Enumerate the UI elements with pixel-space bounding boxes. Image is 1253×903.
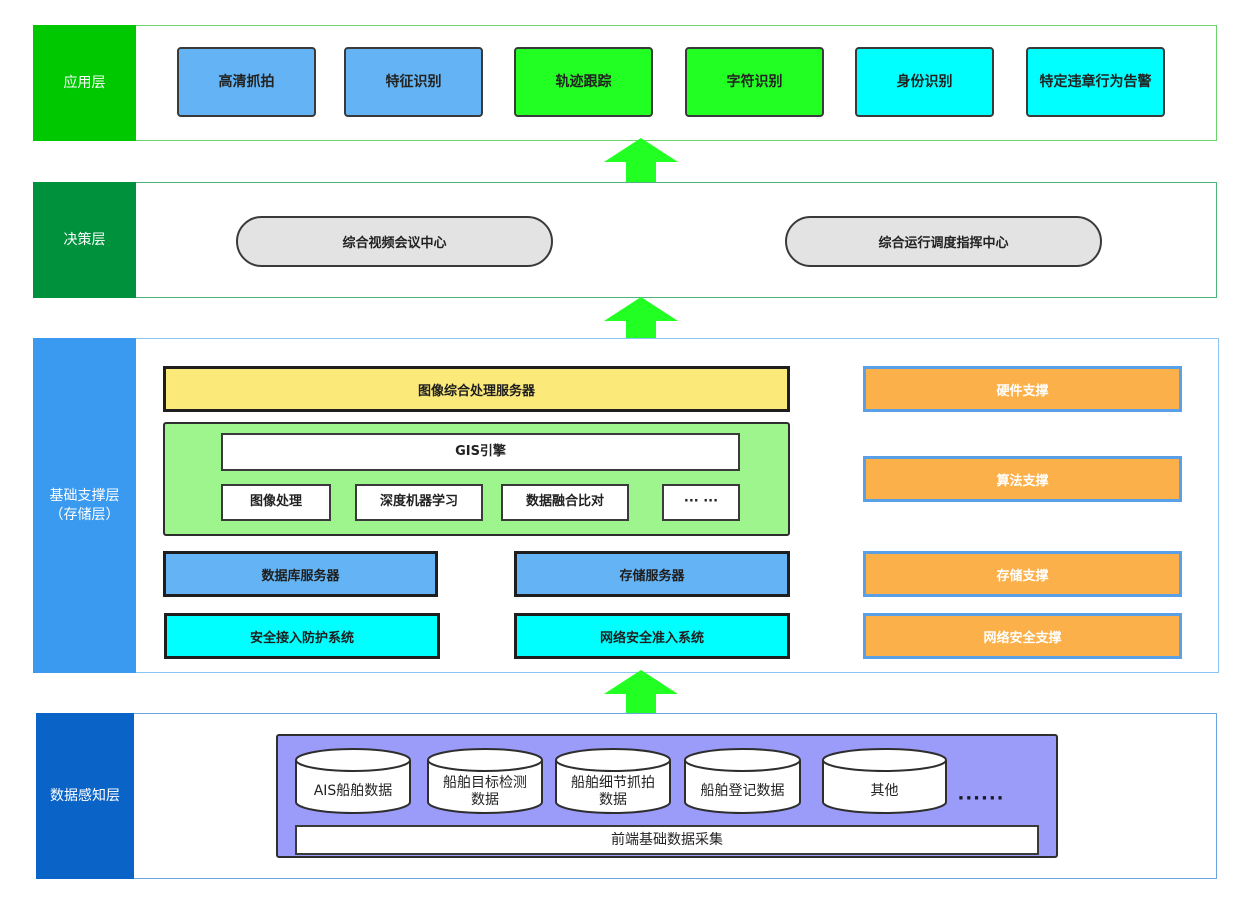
app-item-hd-capture: 高清抓拍: [177, 47, 316, 117]
cylinder-ais-data: AIS船舶数据: [295, 748, 411, 814]
app-item-track-following: 轨迹跟踪: [514, 47, 653, 117]
cylinder-ship-detail-capture: 船舶细节抓拍数据: [555, 748, 671, 814]
image-processing-server: 图像综合处理服务器: [163, 366, 790, 412]
database-cylinder-icon: [822, 748, 947, 814]
app-layer-label: 应用层: [33, 25, 136, 141]
cylinder-other: 其他: [822, 748, 947, 814]
app-item-feature-recognition: 特征识别: [344, 47, 483, 117]
hardware-support: 硬件支撑: [863, 366, 1182, 412]
cylinder-label: 其他: [870, 783, 899, 800]
data-layer-label: 数据感知层: [36, 713, 134, 879]
network-security-access-system: 网络安全准入系统: [514, 613, 790, 659]
cylinder-label: 船舶细节抓拍数据: [571, 774, 655, 809]
cylinder-ship-target-detection: 船舶目标检测数据: [427, 748, 543, 814]
storage-server: 存储服务器: [514, 551, 790, 597]
database-cylinder-icon: [427, 748, 543, 814]
cylinder-label: AIS船舶数据: [313, 783, 393, 800]
app-item-character-recognition: 字符识别: [685, 47, 824, 117]
gis-item-data-fusion: 数据融合比对: [501, 484, 629, 521]
cylinder-ship-registration: 船舶登记数据: [684, 748, 801, 814]
storage-support: 存储支撑: [863, 551, 1182, 597]
support-layer-label: 基础支撑层（存储层）: [33, 338, 136, 673]
database-cylinder-icon: [555, 748, 671, 814]
gis-item-image-processing: 图像处理: [221, 484, 331, 521]
gis-engine: GIS引擎: [221, 433, 740, 471]
network-security-support: 网络安全支撑: [863, 613, 1182, 659]
algorithm-support: 算法支撑: [863, 456, 1182, 502]
app-item-identity-recognition: 身份识别: [855, 47, 994, 117]
gis-item-deep-learning: 深度机器学习: [355, 484, 483, 521]
cylinder-label: 船舶目标检测数据: [443, 774, 527, 809]
video-conference-center: 综合视频会议中心: [236, 216, 553, 267]
decision-layer-label: 决策层: [33, 182, 136, 298]
up-arrow-2: [604, 297, 678, 349]
database-server: 数据库服务器: [163, 551, 438, 597]
up-arrow-3: [604, 670, 678, 722]
cylinder-label: 船舶登记数据: [700, 783, 785, 800]
dispatch-command-center: 综合运行调度指挥中心: [785, 216, 1102, 267]
up-arrow-1: [604, 138, 678, 190]
gis-item-more: ··· ···: [662, 484, 740, 521]
security-access-protection-system: 安全接入防护系统: [164, 613, 440, 659]
frontend-data-collection: 前端基础数据采集: [295, 825, 1039, 855]
app-item-violation-alert: 特定违章行为告警: [1026, 47, 1165, 117]
more-data-ellipsis: ······: [957, 787, 1005, 809]
database-cylinder-icon: [684, 748, 801, 814]
database-cylinder-icon: [295, 748, 411, 814]
